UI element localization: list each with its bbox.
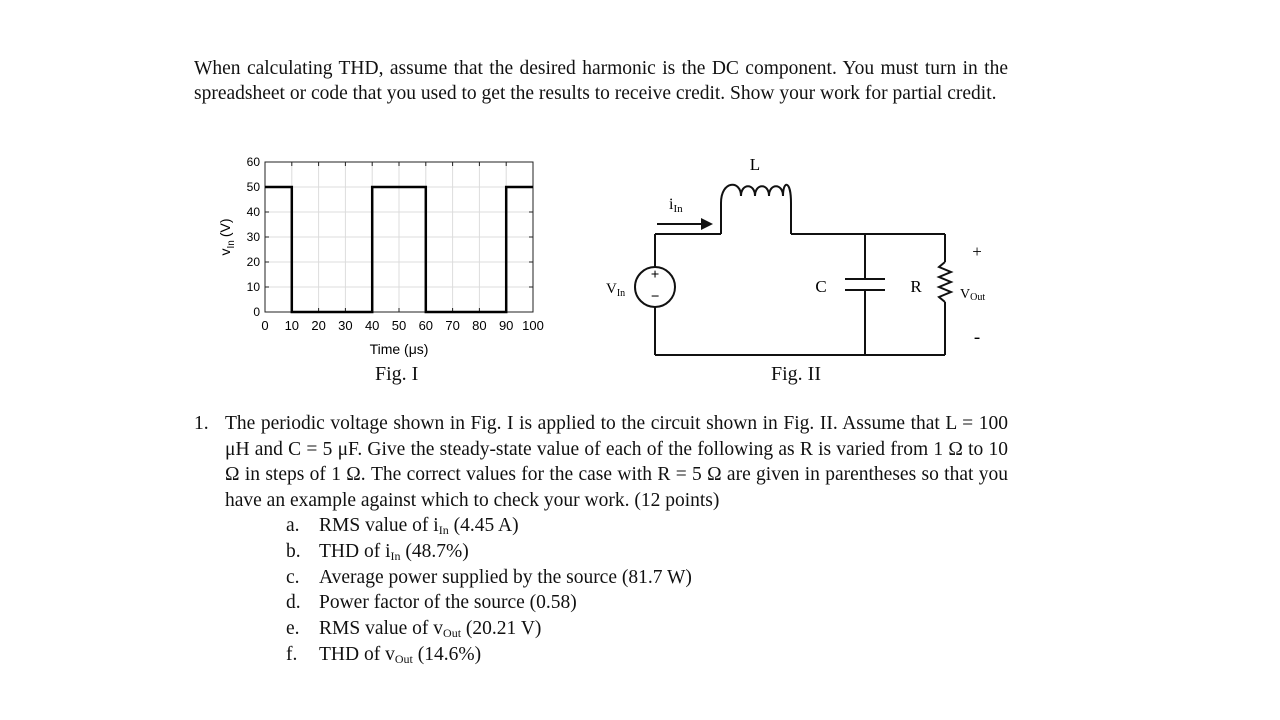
x-tick-label: 80 [472,318,486,333]
list-item: c. Average power supplied by the source (… [194,565,1008,591]
x-tick-label: 20 [311,318,325,333]
list-item-subscript: Out [443,626,462,641]
current-arrow [657,218,713,230]
list-item-text: Power factor of the source (0.58) [319,592,577,614]
x-tick-label: 60 [419,318,433,333]
y-tick-label: 40 [247,205,261,219]
question-text: The periodic voltage shown in Fig. I is … [225,413,1008,511]
fig1-caption: Fig. I [375,363,419,385]
series-line [265,185,533,314]
list-item-text: Average power supplied by the source (81… [319,566,692,588]
list-item-letter: e. [286,618,300,640]
y-axis-label: vIn(V) [217,218,237,255]
list-item-value: (48.7%) [400,540,469,562]
resistor-label: R [910,277,922,296]
list-item: a. RMS value of iIn (4.45 A) [194,513,1008,539]
fig2-caption: Fig. II [771,363,821,385]
circuit-wires [634,183,954,356]
chart-grid [264,161,534,313]
intro-paragraph: When calculating THD, assume that the de… [194,58,1008,104]
list-item-value: (20.21 V) [461,618,542,640]
list-item-value: (14.6%) [412,643,482,665]
list-item-subscript: In [390,548,401,563]
list-item-letter: f. [286,643,298,665]
list-item-text: RMS value of v [319,618,444,640]
list-item-subscript: Out [394,651,413,666]
vout-label: VOut [960,287,985,303]
fig1-chart: 0 10 20 30 40 50 60 70 80 90 100 0 10 20 30 40 50 60 Time… [217,155,544,357]
chart-tick-labels: 0 10 20 30 40 50 60 70 80 90 100 0 10 20 30 40 50 60 [247,155,544,333]
list-item-letter: c. [286,566,300,588]
y-tick-label: 20 [247,255,261,269]
x-tick-label: 50 [392,318,406,333]
vout-minus: - [974,327,980,348]
y-tick-label: 50 [247,180,261,194]
inductor-coil [720,183,792,204]
vout-plus: + [972,242,982,261]
current-label: iIn [669,196,683,215]
source-minus: − [651,289,660,305]
list-item: e. RMS value of vOut (20.21 V) [194,616,1008,642]
source-label: VIn [606,281,625,299]
list-item-text: THD of v [319,643,395,665]
list-item-letter: a. [286,515,300,536]
capacitor-label: C [815,277,826,296]
fig2-circuit: + − L iIn VIn C R + VOut - [606,155,985,356]
question-subitems: a.RMS value of iIn (4.45 A)b.THD of iIn … [194,513,1008,668]
y-tick-label: 10 [247,280,261,294]
list-item-text: THD of i [319,540,391,562]
y-tick-label: 0 [253,305,260,319]
resistor-zigzag [936,261,954,303]
y-tick-label: 60 [247,155,261,169]
list-item-subscript: In [438,523,449,537]
list-item: d. Power factor of the source (0.58) [194,590,1008,616]
list-item: b. THD of iIn (48.7%) [194,539,1008,565]
x-tick-label: 70 [445,318,459,333]
chart-series [265,185,533,314]
list-item-text: RMS value of i [319,515,439,536]
y-tick-label: 30 [247,230,261,244]
list-item-value: (4.45 A) [448,515,519,536]
x-tick-label: 100 [522,318,544,333]
x-tick-label: 30 [338,318,352,333]
x-tick-label: 0 [261,318,268,333]
x-tick-label: 90 [499,318,513,333]
question-number: 1. [194,413,209,434]
list-item-letter: d. [286,592,301,614]
question-1: 1. The periodic voltage shown in Fig. I … [194,411,1008,668]
inductor-label: L [750,155,760,174]
x-tick-label: 40 [365,318,379,333]
x-tick-label: 10 [285,318,299,333]
source-plus: + [651,267,660,283]
x-axis-label: Time (μs) [370,341,429,357]
voltage-source [634,266,676,308]
list-item: f. THD of vOut (14.6%) [194,642,1008,668]
list-item-letter: b. [286,540,301,562]
